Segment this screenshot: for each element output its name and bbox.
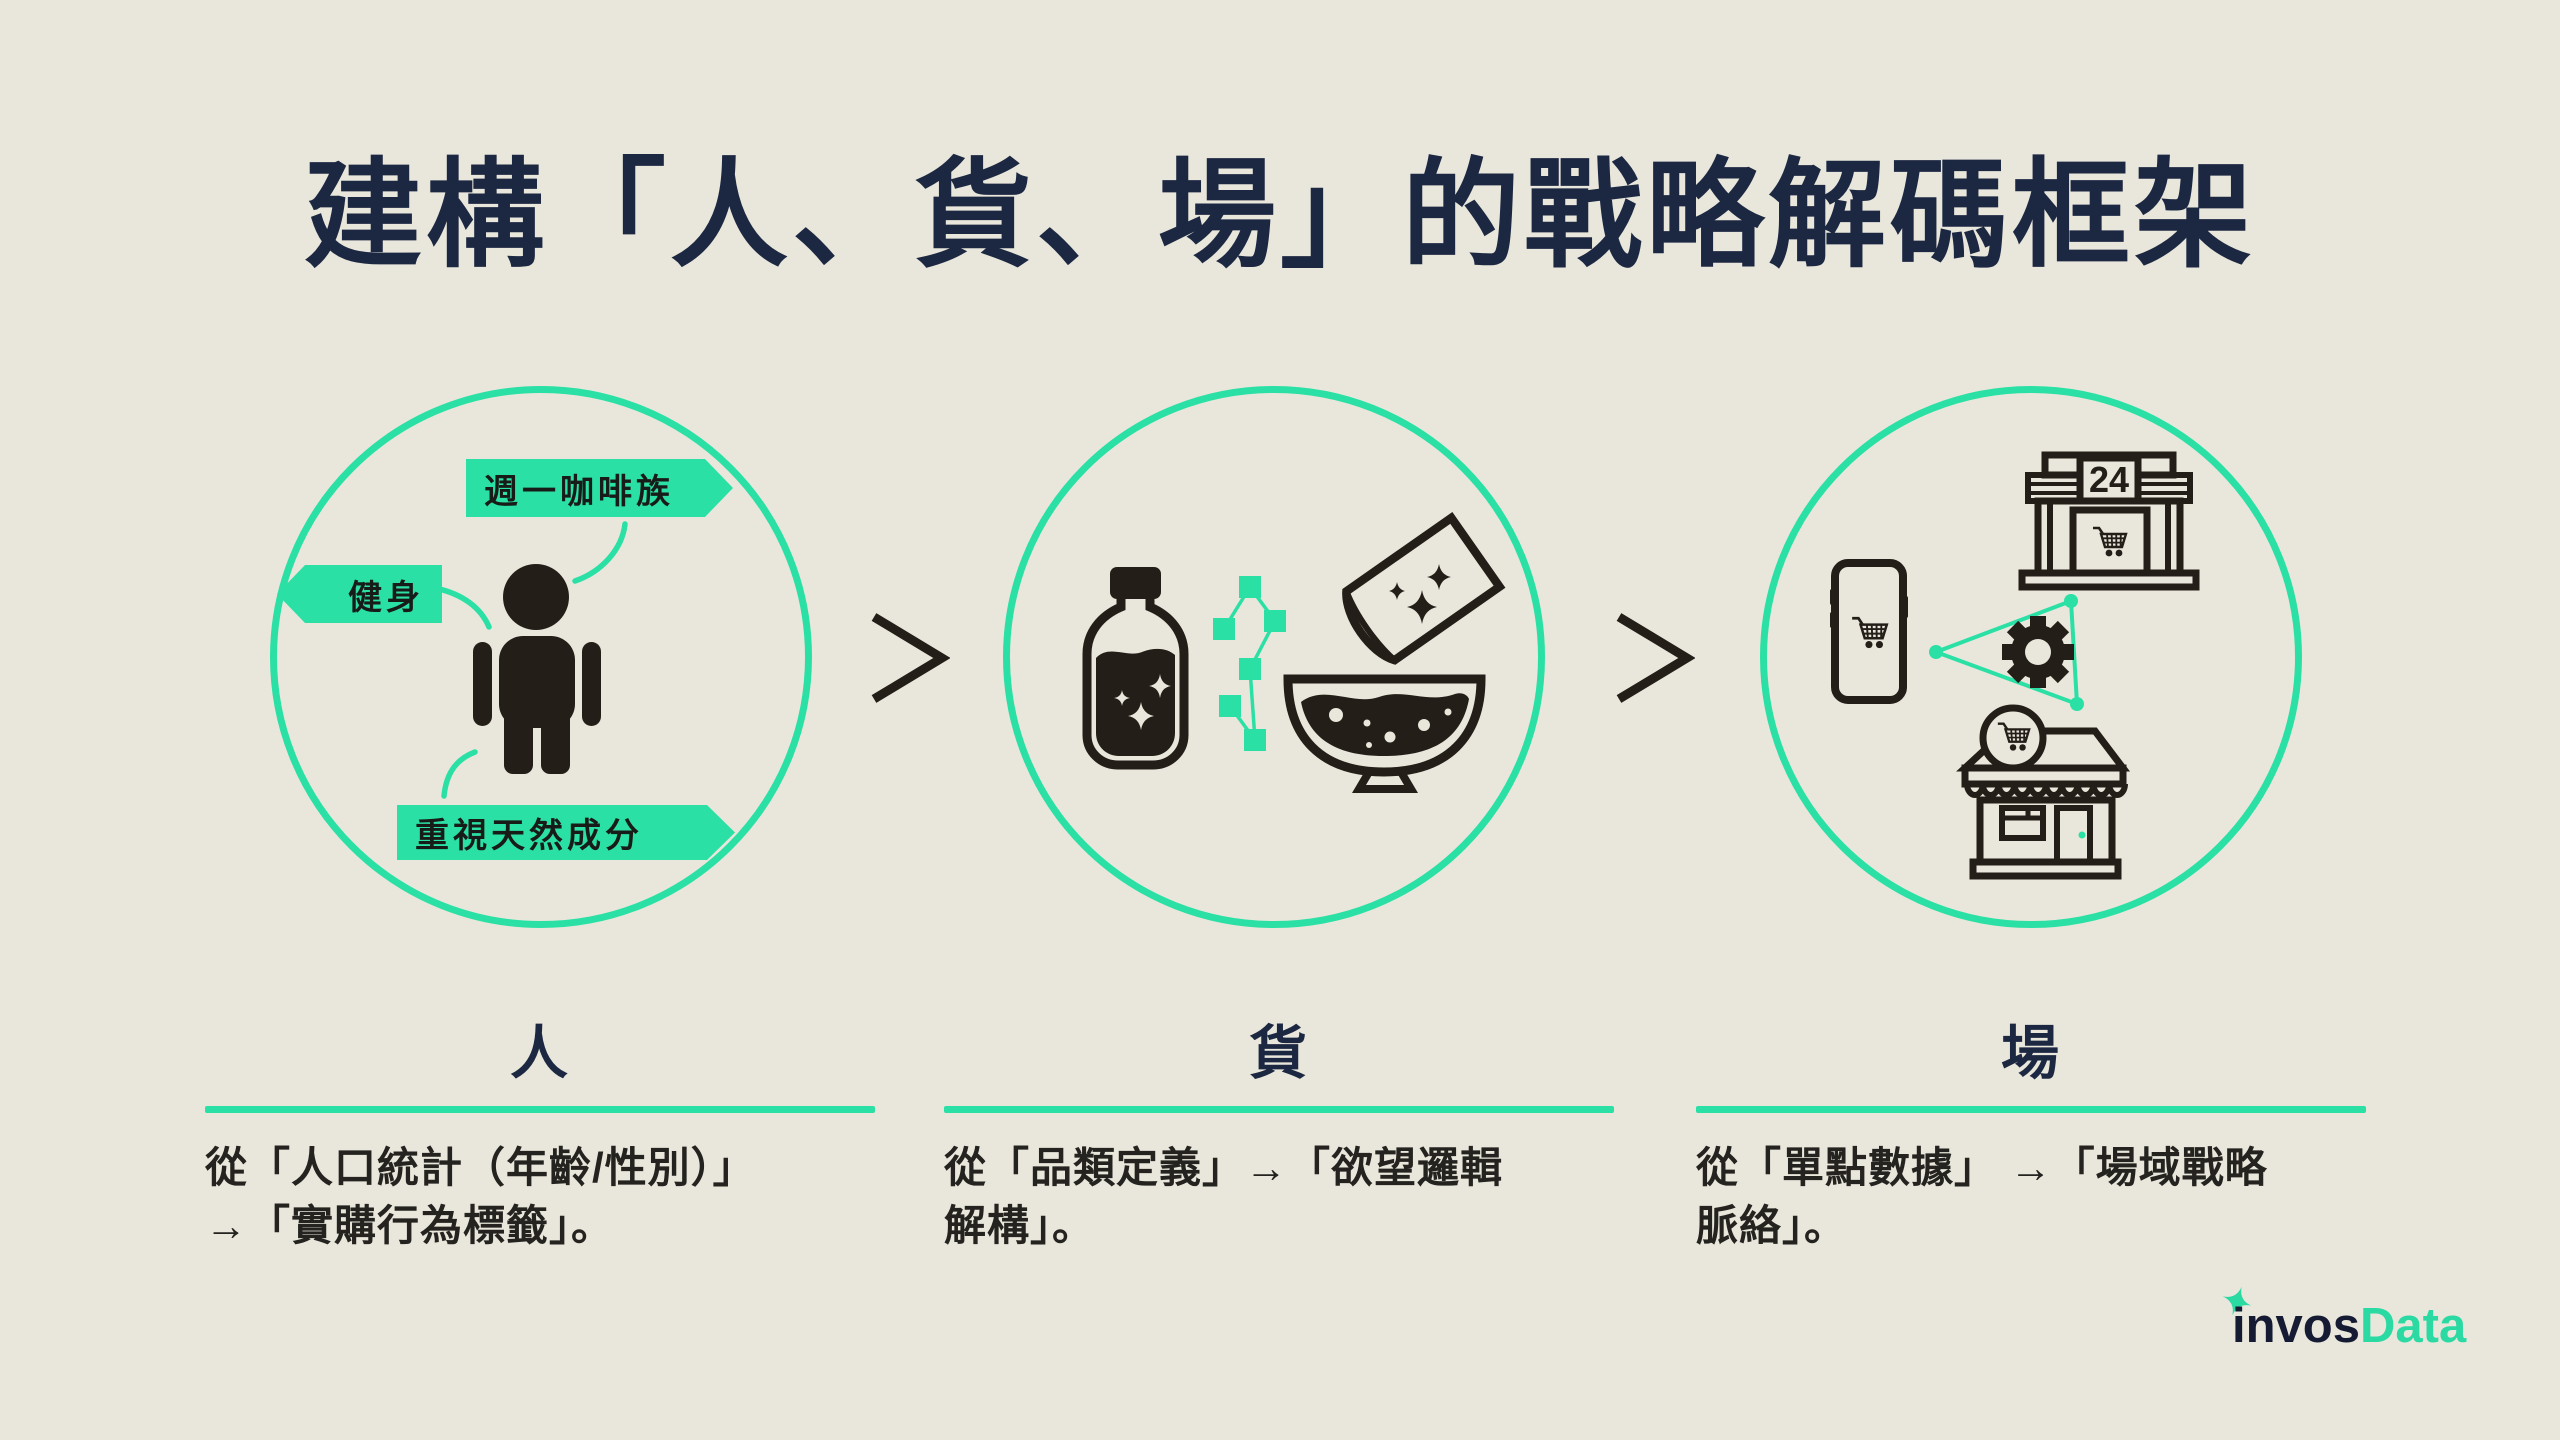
column-place: 場 從「單點數據」 →「場域戰略 脈絡」。: [1696, 1006, 2366, 1255]
store-24-sign: 24: [2089, 459, 2129, 500]
tag-fitness: 健身: [277, 565, 442, 623]
data-network-icon: [1213, 576, 1286, 751]
goods-circle: [1003, 386, 1545, 928]
column-description: 從「人口統計（年齡/性別）」 →「實購行為標籤」。: [205, 1139, 875, 1255]
logo-suffix: Data: [2359, 1299, 2467, 1353]
column-heading: 貨: [1248, 1021, 1309, 1086]
description-line: 解構」。: [944, 1201, 1096, 1249]
page-title: 建構「人、貨、場」的戰略解碼框架: [303, 150, 2256, 282]
shop-icon: [1956, 704, 2131, 880]
column-underline: [1696, 1106, 2366, 1113]
column-description: 從「單點數據」 →「場域戰略 脈絡」。: [1696, 1139, 2366, 1255]
person-icon: [432, 521, 628, 799]
gear-icon: [2002, 616, 2074, 688]
tag-natural-ingredients: 重視天然成分: [397, 805, 735, 860]
bottle-icon: [1082, 567, 1189, 770]
column-underline: [944, 1106, 1614, 1113]
tag-label: 週一咖啡族: [484, 472, 674, 511]
bowl-icon: [1283, 674, 1486, 793]
description-line: 從「品類定義」→「欲望邏輯: [944, 1144, 1504, 1191]
convenience-store-icon: 24: [2018, 451, 2200, 591]
brand-logo-text: invosData: [2232, 1298, 2466, 1354]
logo-prefix: invos: [2232, 1299, 2360, 1353]
sparkle-icon: [2222, 1286, 2252, 1316]
smartphone-icon: [1830, 559, 1908, 704]
goods-icons: [1082, 511, 1506, 793]
column-people: 人 從「人口統計（年齡/性別）」 →「實購行為標籤」。: [205, 1006, 875, 1255]
column-heading: 場: [2000, 1021, 2061, 1086]
tag-label: 重視天然成分: [415, 817, 643, 855]
tag-monday-coffee: 週一咖啡族: [466, 459, 733, 517]
tag-label: 健身: [348, 578, 424, 617]
column-description: 從「品類定義」→「欲望邏輯 解構」。: [944, 1139, 1614, 1255]
place-icons: 24: [1830, 451, 2200, 880]
sachet-icon: [1342, 511, 1506, 665]
column-heading: 人: [509, 1021, 570, 1086]
column-underline: [205, 1106, 875, 1113]
people-circle: 週一咖啡族 健身 重視天然成分: [270, 386, 812, 928]
description-line: 從「單點數據」 →「場域戰略: [1696, 1144, 2268, 1191]
column-goods: 貨 從「品類定義」→「欲望邏輯 解構」。: [944, 1006, 1614, 1255]
chevron-right-icon: [871, 613, 950, 703]
description-line: 脈絡」。: [1696, 1201, 1848, 1249]
place-circle: 24: [1760, 386, 2302, 928]
tag-connector-lines: [432, 521, 628, 799]
description-line: →「實購行為標籤」。: [205, 1201, 615, 1249]
chevron-right-icon: [1616, 613, 1695, 703]
description-line: 從「人口統計（年齡/性別）」: [205, 1144, 756, 1191]
